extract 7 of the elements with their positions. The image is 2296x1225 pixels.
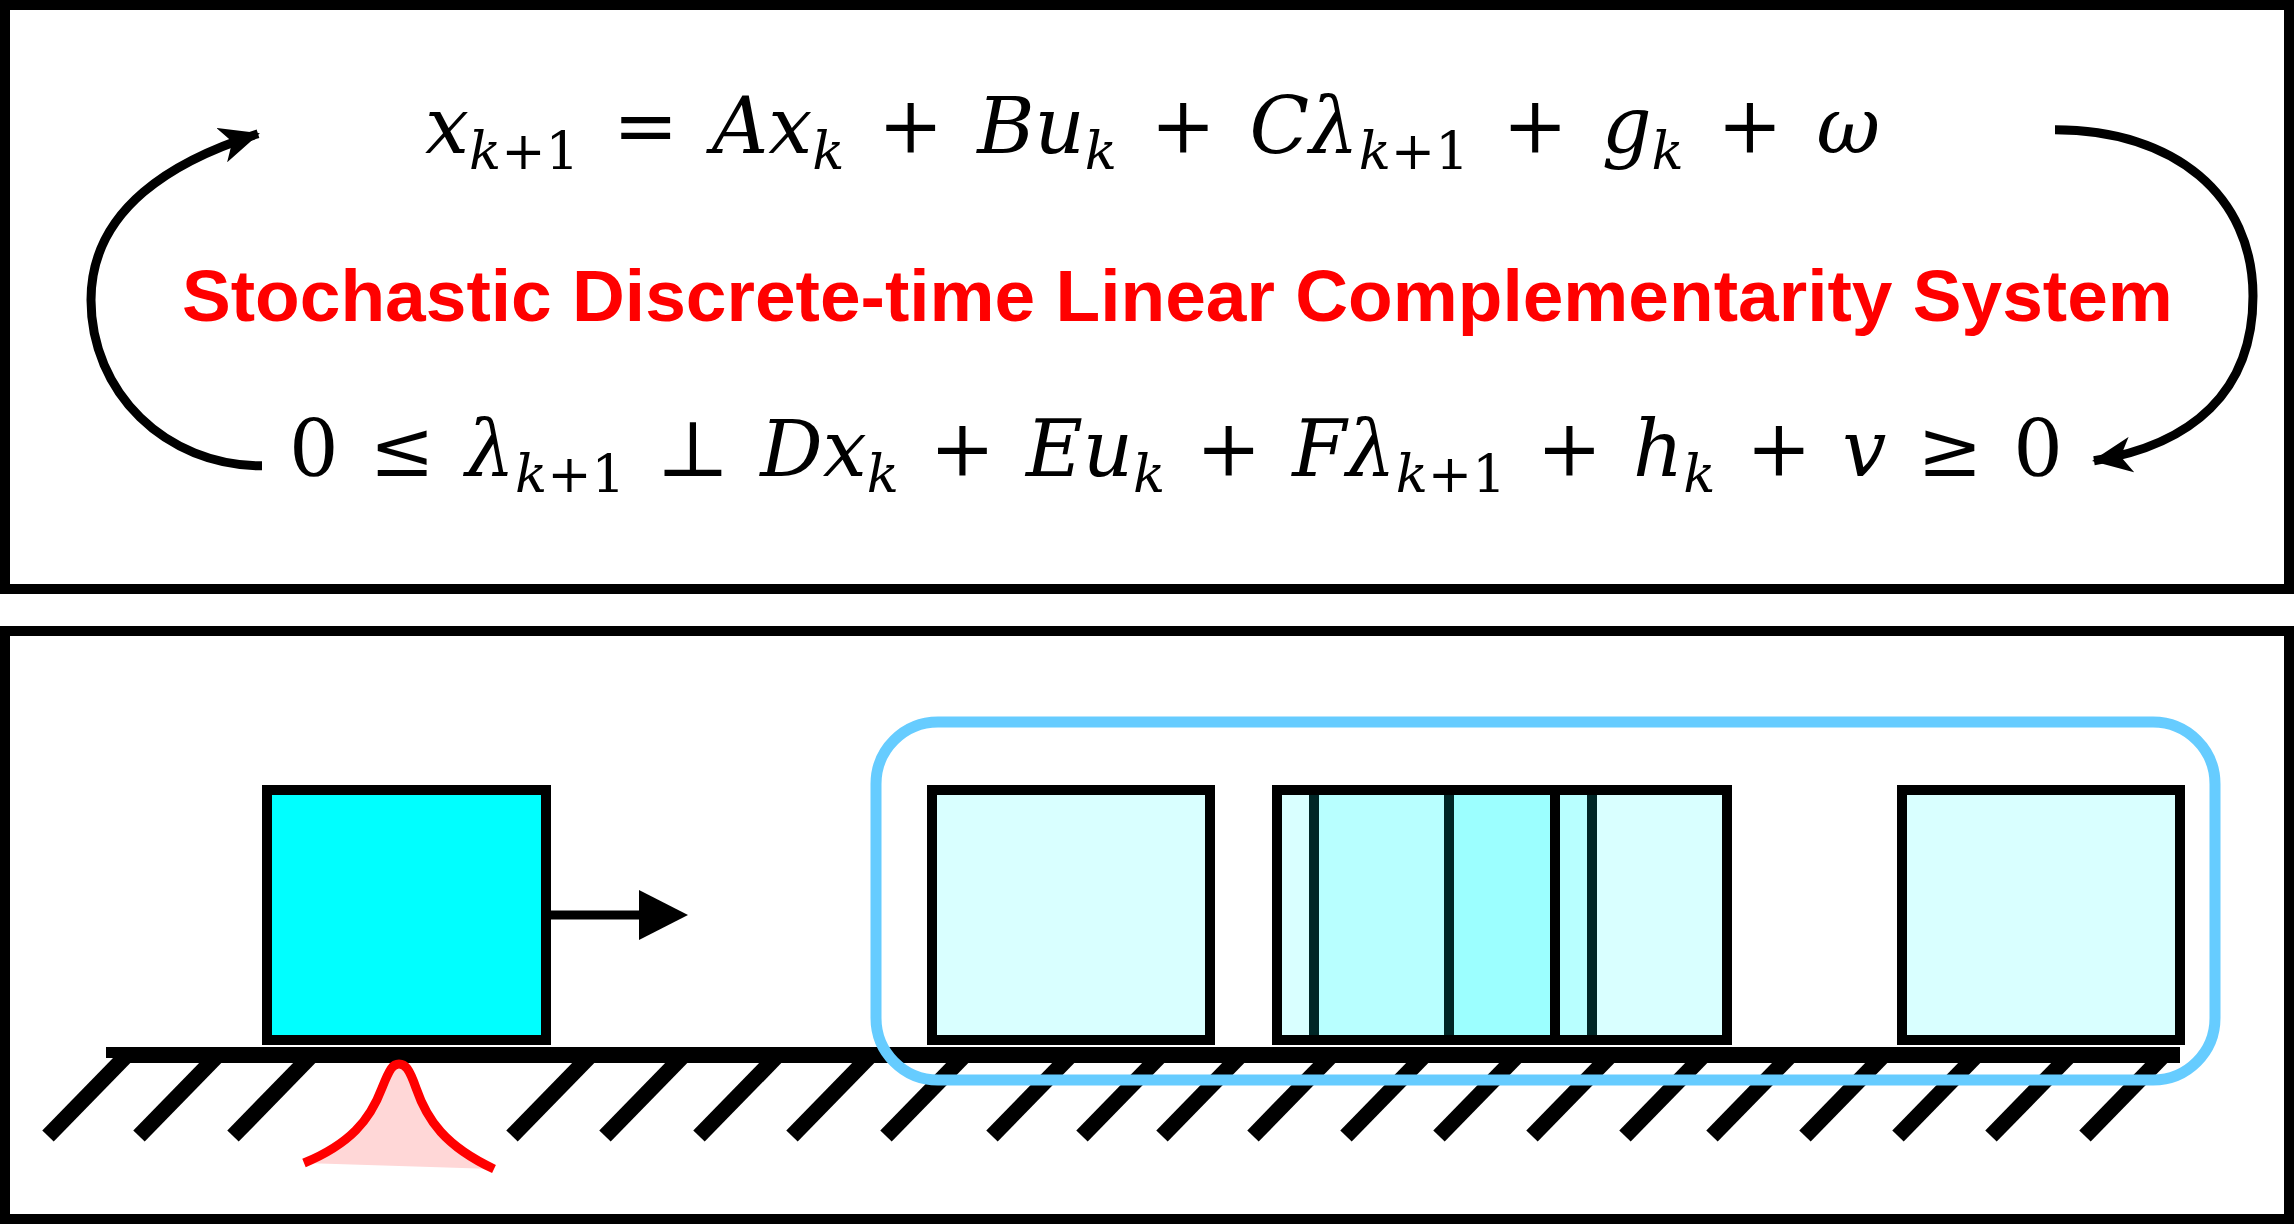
illustration-panel xyxy=(0,626,2294,1224)
curved-arrow xyxy=(2054,125,2258,471)
system-panel xyxy=(0,0,2294,594)
system-title: Stochastic Discrete-time Linear Complementarity System xyxy=(182,253,2173,338)
equation: x$_{k}$$_{+1}$ = Ax$_{k}$ + Bu$_{k}$ + Cλ$_{k}$$_{+1}$ + g$_{k}$ + ω xyxy=(425,80,1880,174)
equation: 0 ≤ λ$_{k}$$_{+1}$ ⊥ Dx$_{k}$ + Eu$_{k}$ + Fλ$_{k}$$_{+1}$ + h$_{k}$ + v ≥ 0 xyxy=(289,403,2063,497)
curved-arrow xyxy=(86,128,263,471)
